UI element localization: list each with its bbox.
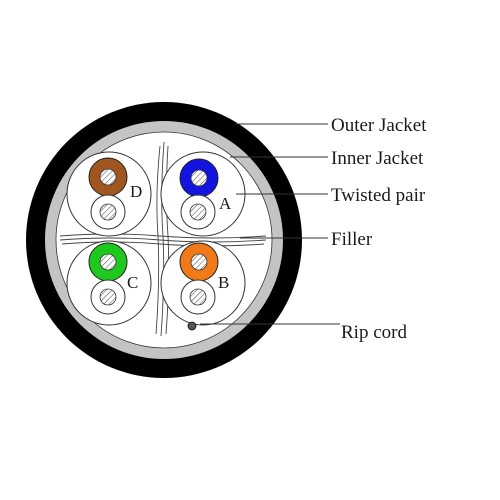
pair-c-label: C [127,273,138,292]
filler-label: Filler [331,229,373,250]
rip-cord [187,321,197,331]
rip-cord-label: Rip cord [341,322,407,343]
pair-a-label: A [219,194,232,213]
twisted-pair-b: B [160,240,246,326]
pair-b-label: B [218,273,229,292]
twisted-pair-c: C [66,240,152,326]
inner-jacket-label: Inner Jacket [331,148,424,169]
twisted-pair-a: A [160,151,246,237]
twisted-pair-label: Twisted pair [331,185,426,206]
pair-d-label: D [130,182,142,201]
twisted-pair-d: D [66,151,152,237]
outer-jacket-label: Outer Jacket [331,115,427,136]
